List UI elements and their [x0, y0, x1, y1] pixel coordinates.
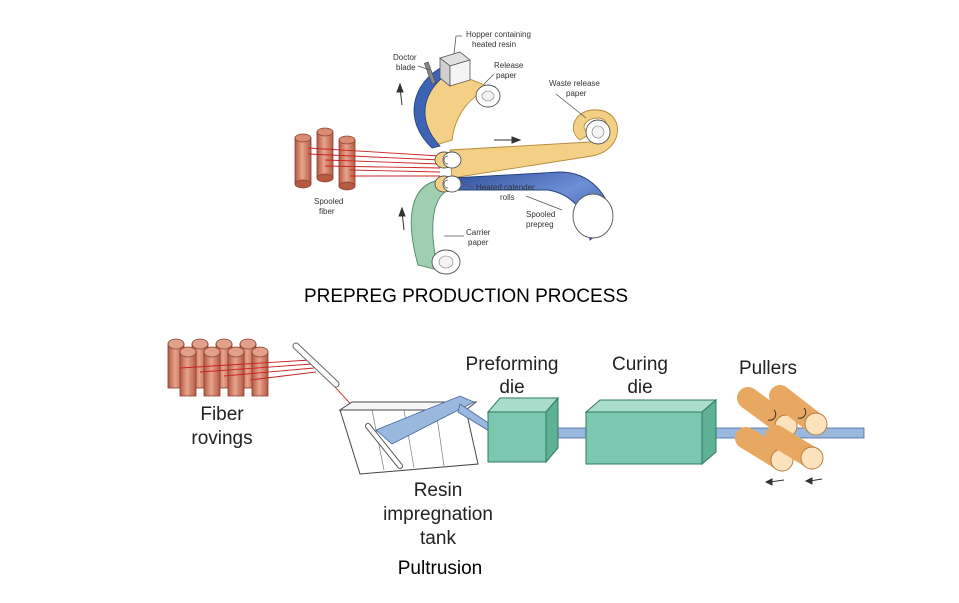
roving-spool [251, 346, 269, 397]
preforming-die [486, 396, 560, 464]
puller-rotation-arrows [764, 407, 823, 486]
pullers [735, 385, 828, 486]
label-carrier-line1: Carrier [466, 228, 491, 237]
label-spooled-fiber-line2: fiber [319, 207, 335, 216]
label-carrier-line2: paper [468, 238, 489, 247]
pultrusion-caption: Pultrusion [398, 558, 483, 579]
prepreg-caption: PREPREG PRODUCTION PROCESS [304, 286, 628, 307]
spooled-fiber-spools [294, 127, 356, 191]
roving-spool [203, 346, 221, 397]
calender-roll [434, 175, 462, 193]
label-curing-line2: die [627, 377, 652, 398]
prepreg-labels: Hopper containing heated resin Doctor bl… [314, 30, 600, 247]
pultrusion-labels: Fiber rovings Resin impregnation tank Pr… [191, 354, 797, 549]
label-doctor-line2: blade [396, 63, 416, 72]
label-resin-line3: tank [420, 528, 456, 549]
resin-impregnation-tank [338, 395, 497, 475]
heated-calender-rolls [434, 151, 462, 193]
fiber-strands [307, 147, 441, 177]
label-resin-line1: Resin [414, 480, 463, 501]
spooled-prepreg [451, 171, 614, 241]
roving-spool [227, 346, 245, 397]
label-waste-line1: Waste release [549, 79, 600, 88]
label-hopper-line1: Hopper containing [466, 30, 531, 39]
label-curing-line1: Curing [612, 354, 668, 375]
release-paper [420, 71, 501, 146]
pultrusion-diagram: Fiber rovings Resin impregnation tank Pr… [167, 338, 865, 579]
label-spooled-fiber-line1: Spooled [314, 197, 343, 206]
prepreg-diagram: Hopper containing heated resin Doctor bl… [294, 30, 628, 307]
fiber-spool [294, 133, 312, 189]
label-waste-line2: paper [566, 89, 587, 98]
label-pullers: Pullers [739, 358, 797, 379]
puller-roll [765, 425, 824, 470]
label-calender-line1: Heated calender [476, 183, 535, 192]
roving-spool [179, 346, 197, 397]
label-release-line1: Release [494, 61, 524, 70]
carrier-paper [410, 179, 461, 275]
label-doctor-line1: Doctor [393, 53, 417, 62]
label-hopper-line2: heated resin [472, 40, 516, 49]
leader-lines [417, 35, 587, 237]
guide-rod [292, 342, 340, 388]
label-resin-line2: impregnation [383, 504, 493, 525]
motion-arrows [396, 82, 522, 231]
label-fiber-line1: Fiber [200, 404, 244, 425]
label-preform-line2: die [499, 377, 524, 398]
label-fiber-line2: rovings [191, 428, 252, 449]
resin-hopper [439, 51, 471, 87]
doctor-blade [423, 61, 437, 85]
resin-ramp [375, 395, 475, 445]
puller-roll [769, 385, 828, 436]
label-release-line2: paper [496, 71, 517, 80]
label-calender-line2: rolls [500, 193, 515, 202]
label-spooled-prepreg-line1: Spooled [526, 210, 555, 219]
label-preform-line1: Preforming [466, 354, 559, 375]
waste-release-paper [449, 109, 618, 179]
calender-roll [434, 151, 462, 169]
label-spooled-prepreg-line2: prepreg [526, 220, 554, 229]
fiber-spool [338, 135, 356, 191]
curing-die [584, 398, 718, 466]
